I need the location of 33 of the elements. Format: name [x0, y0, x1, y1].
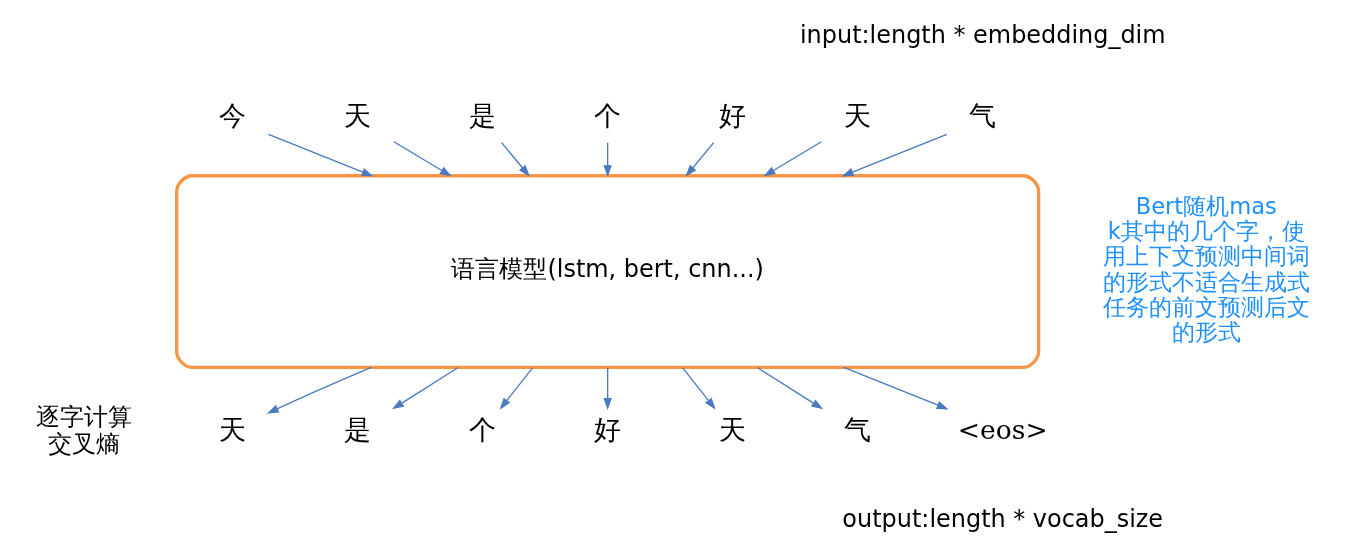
- arrow: [603, 142, 612, 178]
- arrow: [841, 133, 948, 177]
- node-box: 语言模型(lstm, bert, cnn...): [174, 174, 1041, 369]
- arrow: [756, 366, 824, 410]
- label: output:length * vocab_size: [842, 505, 1164, 534]
- label: input:length * embedding_dim: [799, 21, 1166, 50]
- node-text: 气: [969, 100, 997, 132]
- node-text: <eos>: [957, 414, 1048, 446]
- label: 逐字计算交叉熵: [35, 403, 132, 458]
- node-text: 个: [594, 100, 622, 132]
- node-text: 今: [219, 100, 247, 132]
- node-text: 天: [219, 414, 247, 446]
- arrow: [392, 366, 459, 410]
- node-text: 个: [469, 414, 497, 446]
- label: Bert随机mask其中的几个字，使用上下文预测中间词的形式不适合生成式任务的前文预测后文的形式: [1102, 192, 1310, 346]
- arrow: [603, 367, 612, 411]
- arrow: [843, 366, 949, 410]
- node-text: 天: [719, 414, 747, 446]
- arrow: [393, 141, 452, 177]
- arrow: [266, 366, 373, 414]
- node-text: 天: [344, 100, 372, 132]
- node-text: 是: [469, 100, 497, 132]
- node-text: 好: [719, 100, 747, 132]
- arrow: [763, 141, 823, 177]
- node-text: 是: [344, 414, 372, 446]
- arrow: [500, 142, 530, 177]
- node-text: 天: [844, 100, 872, 132]
- node-text: 好: [594, 414, 622, 446]
- arrow: [685, 142, 715, 177]
- arrow: [499, 367, 534, 410]
- arrow: [681, 367, 716, 410]
- node-text: 气: [844, 414, 872, 446]
- arrow: [267, 133, 374, 177]
